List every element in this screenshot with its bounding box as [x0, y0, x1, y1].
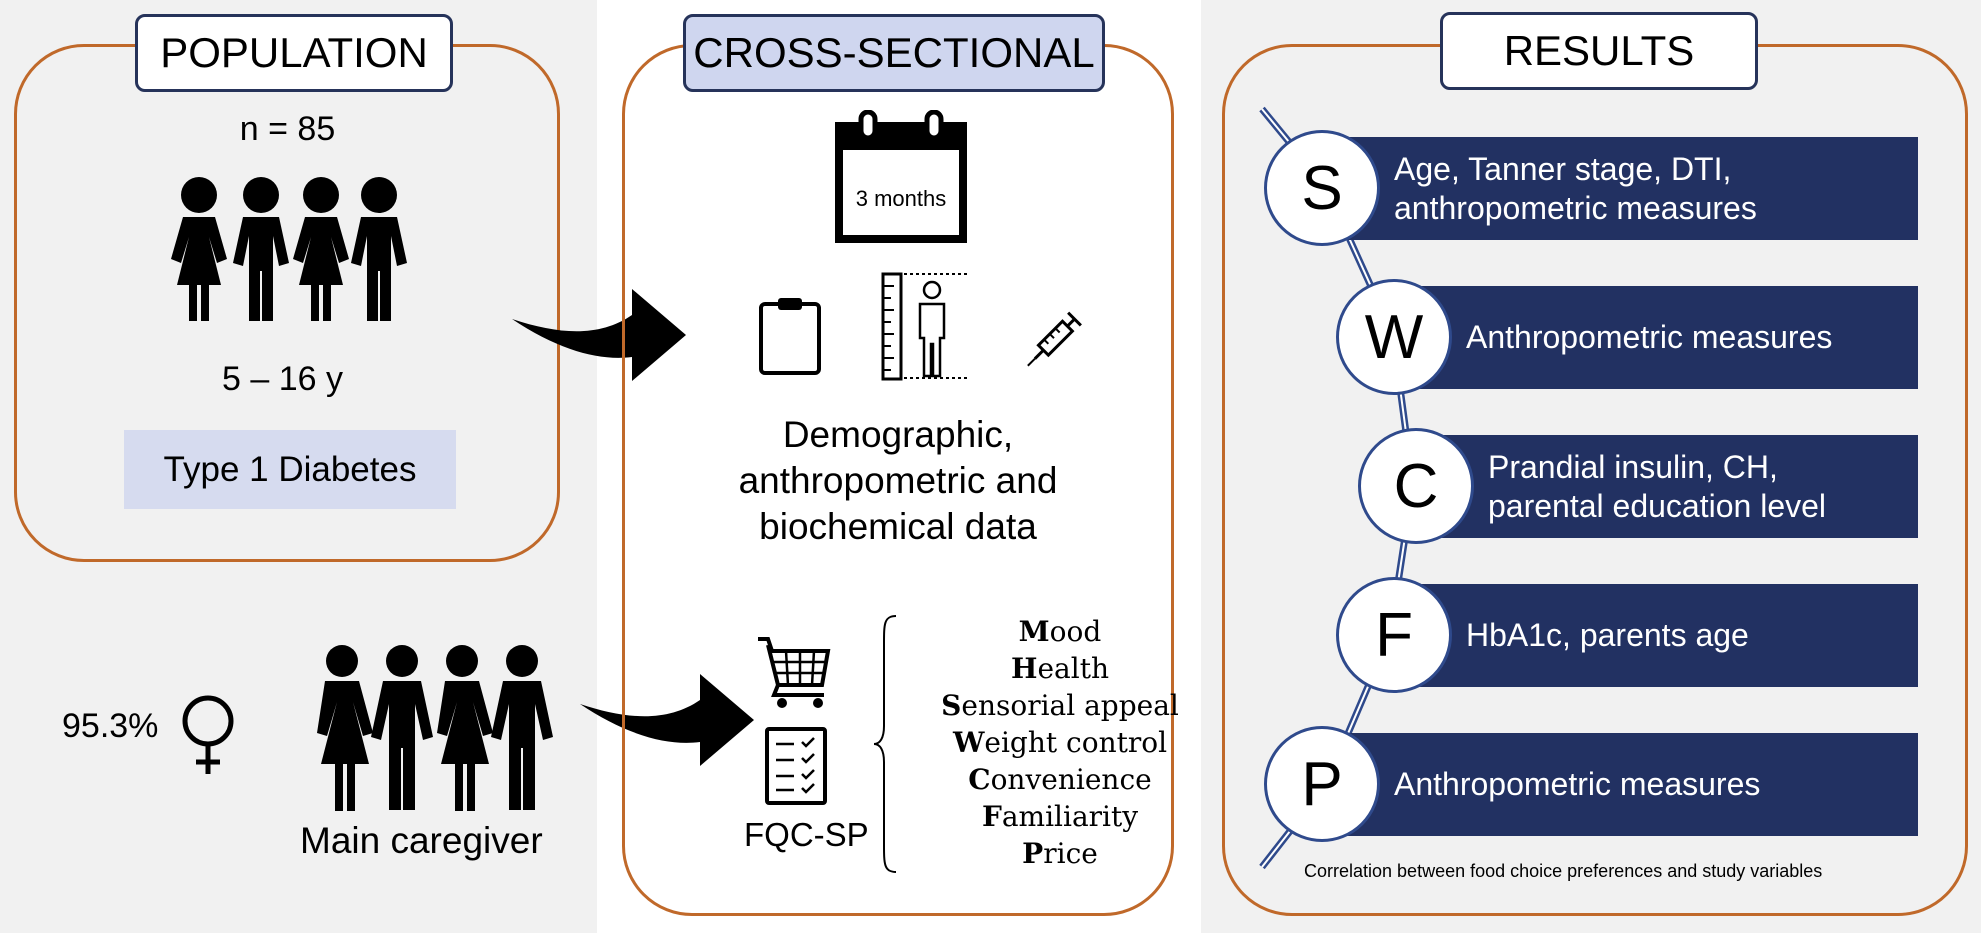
population-header: POPULATION — [135, 14, 453, 92]
result-bar: Age, Tanner stage, DTI,anthropometric me… — [1322, 137, 1918, 240]
height-measure-icon — [881, 272, 970, 381]
fqc-factor-initial: H — [1011, 652, 1038, 685]
fqc-factor: Convenience — [890, 761, 1230, 798]
condition-badge: Type 1 Diabetes — [124, 430, 456, 509]
results-header: RESULTS — [1440, 12, 1758, 90]
fqc-factor-rest: rice — [1043, 837, 1098, 870]
fqc-factor-initial: S — [941, 689, 962, 722]
result-letter: W — [1364, 302, 1424, 372]
result-letter: F — [1375, 600, 1413, 670]
fqc-factor-initial: F — [981, 800, 1002, 833]
fqc-factor: Mood — [890, 613, 1230, 650]
checklist-icon — [765, 727, 827, 805]
brace-icon — [873, 615, 897, 873]
data-line-2: anthropometric and — [738, 460, 1058, 501]
fqc-factor-rest: ood — [1049, 615, 1102, 648]
fqc-sp-label: FQC-SP — [744, 816, 869, 853]
fqc-factor-rest: ensorial appeal — [961, 689, 1179, 722]
syringe-icon — [1027, 311, 1082, 367]
fqc-factor: Health — [890, 650, 1230, 687]
caregiver-label: Main caregiver — [300, 820, 543, 861]
data-description: Demographic, anthropometric and biochemi… — [622, 412, 1174, 550]
results-title: RESULTS — [1503, 27, 1695, 74]
result-letter-circle: F — [1336, 577, 1452, 693]
calendar-icon: 3 months — [833, 110, 969, 245]
fqc-factor: Familiarity — [890, 798, 1230, 835]
sample-size: n = 85 — [239, 110, 336, 148]
result-bar: Anthropometric measures — [1394, 286, 1918, 389]
result-text-line: Prandial insulin, CH, — [1488, 448, 1778, 485]
fqc-factor-rest: ealth — [1037, 652, 1109, 685]
caregiver-percent: 95.3% — [62, 707, 159, 745]
population-title: POPULATION — [160, 29, 428, 76]
result-text-line: anthropometric measures — [1394, 189, 1757, 226]
caregiver-group-icon — [317, 645, 553, 811]
result-letter-circle: C — [1358, 428, 1474, 544]
result-text-line: Anthropometric measures — [1466, 319, 1833, 355]
result-letter: P — [1301, 749, 1343, 819]
condition-label: Type 1 Diabetes — [163, 449, 417, 489]
people-group-icon — [171, 177, 407, 321]
data-line-1: Demographic, — [782, 414, 1014, 455]
fqc-factor-initial: C — [968, 763, 991, 796]
result-bar: Prandial insulin, CH,parental education … — [1416, 435, 1918, 538]
result-text-line: Anthropometric measures — [1394, 766, 1761, 802]
result-text-line: parental education level — [1488, 487, 1827, 524]
fqc-factor-initial: W — [952, 726, 985, 759]
result-bar: HbA1c, parents age — [1394, 584, 1918, 687]
fqc-factor: Weight control — [890, 724, 1230, 761]
curved-arrow-icon — [580, 674, 754, 766]
clipboard-icon — [759, 298, 821, 375]
cross-sectional-title: CROSS-SECTIONAL — [693, 29, 1095, 76]
result-text-line: HbA1c, parents age — [1466, 617, 1749, 653]
fqc-factor: Sensorial appeal — [890, 687, 1230, 724]
fqc-factor-rest: amiliarity — [1001, 800, 1139, 833]
results-footnote: Correlation between food choice preferen… — [1304, 861, 1823, 881]
duration-label: 3 months — [855, 186, 947, 211]
result-letter-circle: W — [1336, 279, 1452, 395]
result-text-line: Age, Tanner stage, DTI, — [1394, 150, 1732, 187]
fqc-factor-initial: M — [1018, 615, 1050, 648]
fqc-factor: Price — [890, 835, 1230, 872]
result-letter-circle: S — [1264, 130, 1380, 246]
age-range: 5 – 16 y — [222, 360, 343, 398]
fqc-factor-initial: P — [1022, 837, 1044, 870]
curved-arrow-icon — [512, 289, 686, 381]
result-letter-circle: P — [1264, 726, 1380, 842]
cross-sectional-header: CROSS-SECTIONAL — [683, 14, 1105, 92]
result-bar: Anthropometric measures — [1322, 733, 1918, 836]
shopping-cart-icon — [758, 637, 831, 708]
female-symbol-icon — [182, 695, 234, 774]
fqc-factor-rest: eight control — [984, 726, 1168, 759]
result-letter: C — [1393, 451, 1439, 521]
fqc-factor-rest: onvenience — [990, 763, 1152, 796]
data-line-3: biochemical data — [759, 506, 1037, 547]
result-letter: S — [1301, 153, 1343, 223]
